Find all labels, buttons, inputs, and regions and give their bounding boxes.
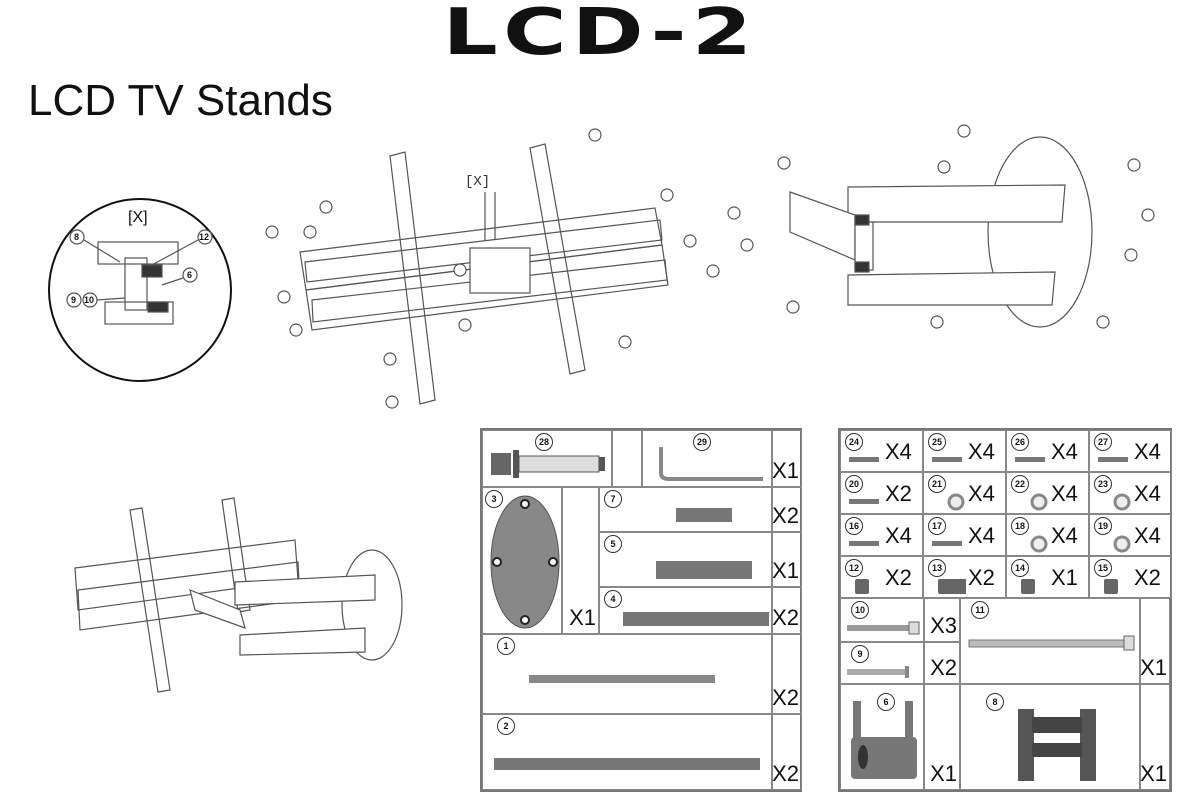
qty-cell: X1 [772, 532, 802, 587]
qty-cell: X1 [772, 430, 802, 487]
hex-key-icon [659, 447, 763, 481]
svg-text:12: 12 [199, 232, 209, 242]
qty-cell: X1 [562, 487, 599, 634]
hardware-cell-16: 16 X4 [840, 514, 923, 556]
hardware-part-icon [1104, 579, 1118, 594]
part-cell-5: 5 [599, 532, 772, 587]
hardware-cell-15: 15 X2 [1089, 556, 1172, 598]
exploded-view-label: [X] [465, 174, 490, 190]
svg-text:9: 9 [71, 295, 76, 305]
hardware-cell-26: 26 X4 [1006, 430, 1089, 472]
qty-cell: X1 [1140, 684, 1170, 790]
hardware-cell-19: 19 X4 [1089, 514, 1172, 556]
hardware-cell-9: 9 [840, 642, 924, 684]
hardware-cell-21: 21 X4 [923, 472, 1006, 514]
part-cell-29: 29 [642, 430, 772, 487]
hardware-cell-24: 24 X4 [840, 430, 923, 472]
hardware-cell-22: 22 X4 [1006, 472, 1089, 514]
hardware-cell-10: 10 [840, 598, 924, 642]
qty-cell: X2 [924, 642, 960, 684]
bolt-icon [847, 666, 909, 678]
vertical-rail-icon [529, 675, 715, 683]
product-subtitle: LCD TV Stands [28, 76, 333, 125]
qty-cell: X3 [924, 598, 960, 642]
swing-arm-view [727, 124, 1155, 329]
part-cell-28: 28 [482, 430, 612, 487]
hardware-part-icon [938, 579, 966, 594]
svg-text:10: 10 [84, 295, 94, 305]
hardware-cell-23: 23 X4 [1089, 472, 1172, 514]
part-cell-4: 4 [599, 587, 772, 634]
hardware-part-icon [849, 457, 879, 462]
part-cell-2: 2 [482, 714, 772, 790]
parts-table-main: 28 29 X1 3 X1 7 X2 5 X1 4 X2 1 X2 2 X2 [480, 428, 802, 792]
bolt-icon [847, 621, 920, 635]
hardware-cell-25: 25 X4 [923, 430, 1006, 472]
hardware-part-icon [1030, 535, 1048, 553]
part-cell-3: 3 [482, 487, 562, 634]
detail-inset: [X] 8 12 6 9 10 [48, 198, 232, 382]
hardware-cell-6: 6 [840, 684, 924, 790]
qty-cell: X1 [924, 684, 960, 790]
hardware-part-icon [849, 541, 879, 546]
empty-cell [612, 430, 642, 487]
hardware-part-icon [1021, 579, 1035, 594]
inset-callouts: 8 12 6 9 10 [66, 229, 213, 308]
hardware-part-icon [1015, 457, 1045, 462]
short-arm-icon [656, 561, 752, 579]
long-arm-icon [623, 612, 769, 626]
svg-text:8: 8 [74, 232, 79, 242]
anchor-bolt-icon [491, 450, 605, 478]
exploded-view: [X] [265, 128, 720, 409]
product-title: LCD-2 [442, 0, 758, 70]
assembled-view [74, 497, 403, 693]
wall-plate-icon [490, 495, 560, 629]
part-cell-7: 7 [599, 487, 772, 532]
hardware-cell-11: 11 [960, 598, 1140, 684]
hardware-cell-17: 17 X4 [923, 514, 1006, 556]
hardware-part-icon [849, 499, 879, 504]
hardware-part-icon [1098, 457, 1128, 462]
qty-cell: X1 [1140, 598, 1170, 684]
mounting-plate-icon [1018, 709, 1096, 781]
hardware-part-icon [855, 579, 869, 594]
qty-cell: X2 [772, 587, 802, 634]
qty-cell: X2 [772, 487, 802, 532]
hardware-cell-8: 8 [960, 684, 1140, 790]
hardware-part-icon [947, 493, 965, 511]
qty-cell: X2 [772, 634, 802, 714]
hardware-part-icon [1113, 535, 1131, 553]
hardware-part-icon [1113, 493, 1131, 511]
hardware-cell-20: 20 X2 [840, 472, 923, 514]
svg-text:6: 6 [187, 270, 192, 280]
hardware-cell-12: 12 X2 [840, 556, 923, 598]
hardware-cell-27: 27 X4 [1089, 430, 1172, 472]
hardware-part-icon [932, 457, 962, 462]
inset-label: [X] [128, 209, 148, 226]
hardware-part-icon [1030, 493, 1048, 511]
hardware-cell-14: 14 X1 [1006, 556, 1089, 598]
part-cell-1: 1 [482, 634, 772, 714]
hardware-cell-18: 18 X4 [1006, 514, 1089, 556]
hardware-cell-13: 13 X2 [923, 556, 1006, 598]
hardware-part-icon [932, 541, 962, 546]
bracket-icon [851, 701, 917, 779]
qty-cell: X2 [772, 714, 802, 790]
horizontal-rail-icon [494, 758, 760, 770]
long-bolt-icon [968, 635, 1135, 651]
short-bracket-icon [676, 508, 732, 522]
